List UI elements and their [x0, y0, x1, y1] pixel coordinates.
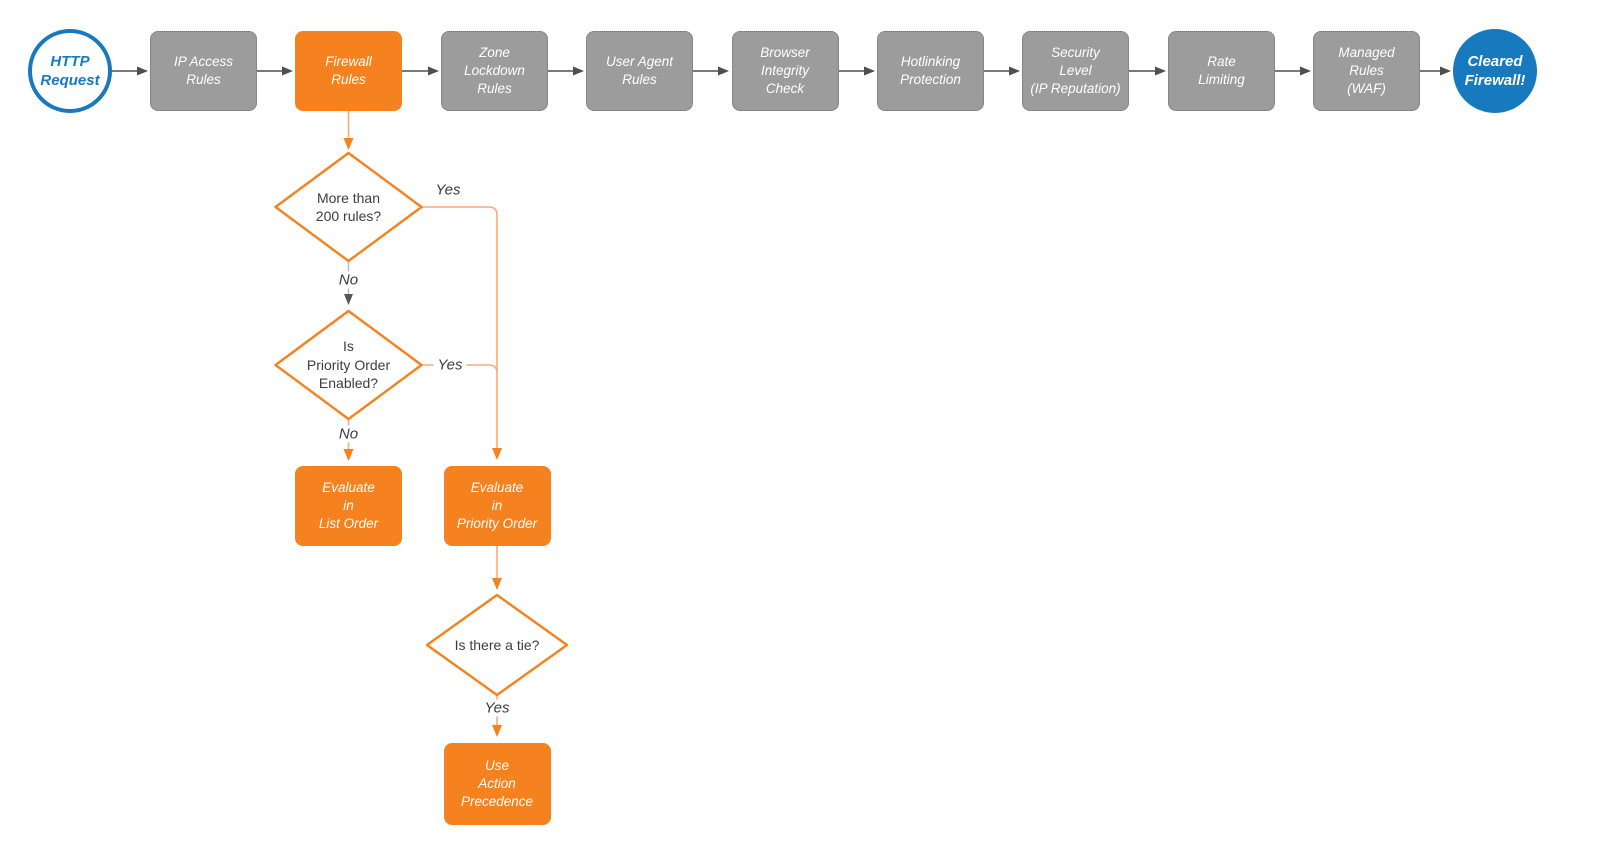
- diamond-priority-enabled: [274, 309, 423, 421]
- stage-firewall-rules: Firewall Rules: [295, 31, 402, 111]
- stage-managed-rules-waf: Managed Rules (WAF): [1313, 31, 1420, 111]
- stage-rate-limiting: Rate Limiting: [1168, 31, 1275, 111]
- edge-label-yes-tie: Yes: [480, 699, 514, 717]
- edge-label-yes-priority: Yes: [433, 356, 467, 374]
- edge-label-no-rule-count: No: [334, 271, 363, 289]
- stage-ip-access-rules: IP Access Rules: [150, 31, 257, 111]
- stage-browser-integrity-check: Browser Integrity Check: [731, 31, 839, 111]
- decision-tie-label: Is there a tie?: [454, 636, 540, 653]
- decision-rule-count-label: More than 200 rules?: [315, 189, 382, 225]
- decision-priority-enabled-label: Is Priority Order Enabled?: [306, 338, 391, 392]
- decision-diamonds: [274, 151, 569, 697]
- stage-zone-lockdown-rules: Zone Lockdown Rules: [441, 31, 548, 111]
- stage-user-agent-rules: User Agent Rules: [586, 31, 693, 111]
- stage-security-level: Security Level (IP Reputation): [1022, 31, 1129, 111]
- action-evaluate-priority-order: Evaluate in Priority Order: [443, 466, 551, 546]
- start-node-http-request: HTTP Request: [28, 29, 112, 113]
- edge-label-yes-rule-count: Yes: [431, 181, 465, 199]
- diamond-rule-count: [274, 151, 423, 263]
- edge-label-no-priority: No: [334, 425, 363, 443]
- action-evaluate-list-order: Evaluate in List Order: [295, 466, 402, 546]
- end-node-cleared-firewall: Cleared Firewall!: [1453, 29, 1537, 113]
- stage-hotlinking-protection: Hotlinking Protection: [877, 31, 984, 111]
- action-use-action-precedence: Use Action Precedence: [443, 743, 551, 825]
- diamond-tie: [425, 593, 569, 697]
